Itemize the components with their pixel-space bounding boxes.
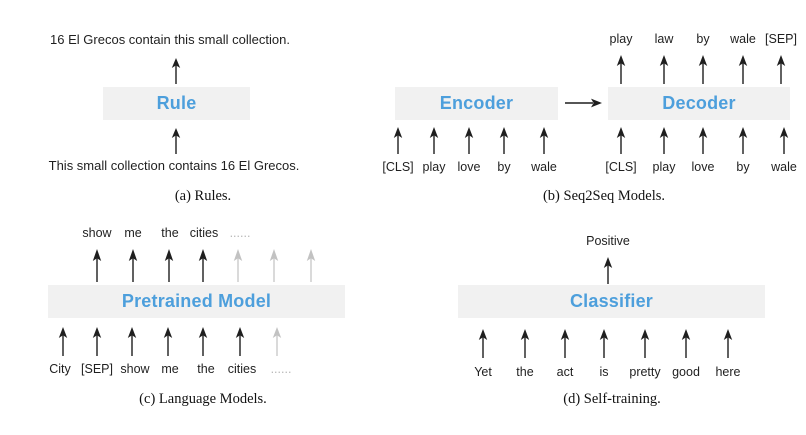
panel-b-decoder-output-arrow-icon [614,54,628,89]
panel-d-input-arrow-icon [558,328,572,363]
panel-d-input-token: good [672,365,700,379]
panel-d-caption: (d) Self-training. [563,391,661,407]
panel-c-input-token: City [49,362,71,376]
right-arrow-icon [565,96,603,115]
panel-d-input-token: is [599,365,609,379]
panel-c-output-arrow-icon [126,248,140,287]
panel-c-input-arrow-faded-icon [270,326,284,361]
panel-b-encoder-input-arrow-icon [391,126,405,159]
panel-c-output-arrow-icon [162,248,176,287]
panel-b-encoder-label: Encoder [439,93,514,113]
panel-b-encoder-input-arrow-icon [462,126,476,159]
panel-b-decoder-output-token: by [696,32,710,46]
panel-d-input-arrow-icon [476,328,490,363]
panel-d-output-arrow-icon [601,256,615,289]
panel-b-decoder-input-token: wale [771,160,797,174]
panel-b-encoder-input-token: play [422,160,446,174]
panel-c-pretrained-model-label: Pretrained Model [121,291,272,311]
panel-d-classifier-box[interactable]: Classifier [458,285,765,318]
panel-c-input-token: cities [227,362,257,376]
panel-b-decoder-input-token: by [736,160,750,174]
panel-c-output-arrow-icon [90,248,104,287]
panel-c-pretrained-model-box[interactable]: Pretrained Model [48,285,345,318]
panel-b-decoder-output-arrow-icon [696,54,710,89]
panel-d-input-arrow-icon [638,328,652,363]
panel-d-input-token: Yet [474,365,492,379]
panel-b-decoder-label: Decoder [662,93,736,113]
panel-b-encoder-input-arrow-icon [497,126,511,159]
panel-a-input-arrow-icon [169,126,183,159]
panel-b-encoder-input-arrow-icon [537,126,551,159]
panel-b-encoder-input-token: by [497,160,511,174]
panel-c-output-token-ellipsis: ...... [229,226,251,240]
panel-b-encoder-input-token: wale [531,160,557,174]
panel-c-output-token: me [124,226,142,240]
panel-b-encoder-box[interactable]: Encoder [395,87,558,120]
panel-a-output-sentence: 16 El Grecos contain this small collecti… [50,32,290,47]
panel-c-input-arrow-icon [56,326,70,361]
panel-c-input-token: the [197,362,215,376]
panel-b-decoder-output-arrow-icon [774,54,788,89]
panel-a-input-sentence: This small collection contains 16 El Gre… [48,158,300,173]
panel-c-output-arrow-icon [196,248,210,287]
panel-d-input-arrow-icon [597,328,611,363]
panel-c-input-arrow-icon [90,326,104,361]
panel-a-output-arrow-icon [169,56,183,89]
panel-c-input-arrow-icon [161,326,175,361]
panel-a-caption: (a) Rules. [174,188,232,204]
panel-b-decoder-input-arrow-icon [696,126,710,159]
panel-b-decoder-output-arrow-icon [657,54,671,89]
panel-a-rule-box[interactable]: Rule [103,87,250,120]
panel-d-input-token: pretty [629,365,661,379]
panel-d-input-token: the [516,365,534,379]
panel-d-input-arrow-icon [518,328,532,363]
panel-b-decoder-input-token: love [691,160,715,174]
panel-a-rule-label: Rule [156,93,197,113]
panel-c-input-token: me [161,362,179,376]
panel-d-classifier-label: Classifier [569,291,654,311]
panel-d-input-token: act [556,365,574,379]
panel-b-encoder-input-arrow-icon [427,126,441,159]
panel-c-caption: (c) Language Models. [139,391,267,407]
panel-b-encoder-input-token: [CLS] [382,160,414,174]
panel-b-decoder-output-token: play [609,32,633,46]
panel-c-input-token: show [120,362,150,376]
panel-b-decoder-input-arrow-icon [614,126,628,159]
panel-d-input-token: here [715,365,741,379]
panel-b-decoder-input-arrow-icon [657,126,671,159]
panel-c-input-arrow-icon [233,326,247,361]
panel-b-decoder-output-token: wale [730,32,756,46]
panel-c-output-token: show [82,226,112,240]
panel-c-input-arrow-icon [196,326,210,361]
panel-b-decoder-output-token: law [654,32,674,46]
panel-b-decoder-output-token: [SEP] [765,32,797,46]
panel-b-caption: (b) Seq2Seq Models. [542,188,666,204]
panel-c-output-token: cities [189,226,219,240]
panel-b-encoder-input-token: love [457,160,481,174]
panel-b-decoder-input-token: play [652,160,676,174]
panel-d-input-arrow-icon [721,328,735,363]
panel-c-output-arrow-faded-icon [231,248,245,287]
panel-b-decoder-output-arrow-icon [736,54,750,89]
panel-c-input-token: [SEP] [81,362,113,376]
panel-d-input-arrow-icon [679,328,693,363]
panel-c-output-token: the [161,226,179,240]
panel-c-input-arrow-icon [125,326,139,361]
panel-b-decoder-input-arrow-icon [736,126,750,159]
panel-b-decoder-box[interactable]: Decoder [608,87,790,120]
panel-c-input-token-ellipsis: ...... [270,362,292,376]
panel-c-output-arrow-faded-icon [304,248,318,287]
panel-d-output-label: Positive [586,234,630,248]
panel-b-decoder-input-token: [CLS] [605,160,637,174]
panel-b-decoder-input-arrow-icon [777,126,791,159]
panel-c-output-arrow-faded-icon [267,248,281,287]
